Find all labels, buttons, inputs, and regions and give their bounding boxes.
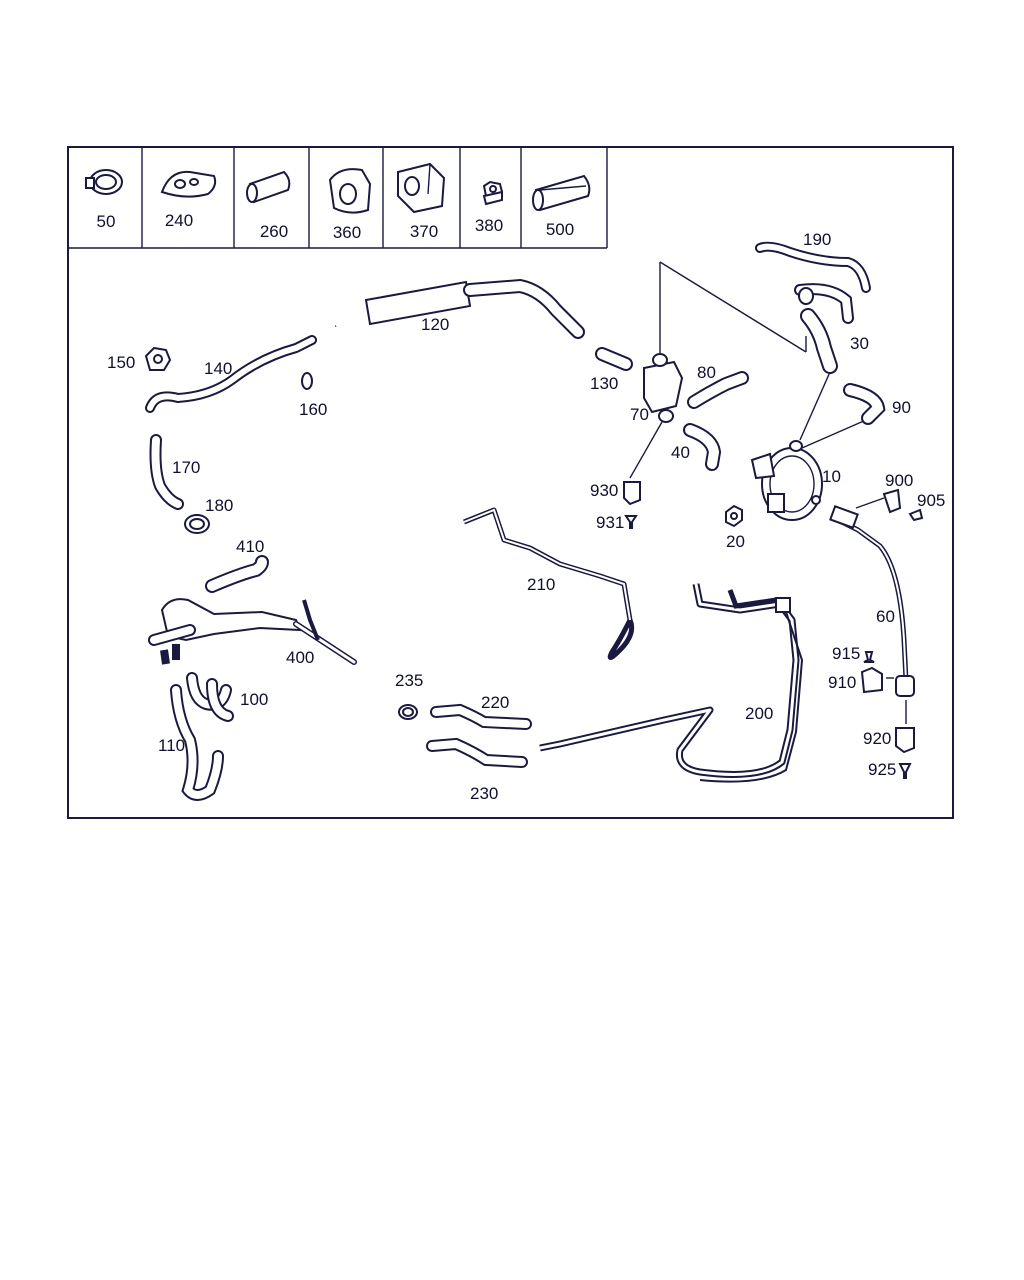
label-140: 140	[204, 359, 232, 378]
label-160: 160	[299, 400, 327, 419]
legend-label-50: 50	[97, 212, 116, 231]
label-230: 230	[470, 784, 498, 803]
hose-120	[334, 278, 585, 339]
pipe-400	[148, 598, 357, 665]
label-235: 235	[395, 671, 423, 690]
holder-920	[895, 727, 915, 754]
legend-strip: 50 240 260 360 370	[68, 147, 608, 249]
hose-30	[798, 287, 838, 374]
nut-20	[725, 504, 743, 528]
label-210: 210	[527, 575, 555, 594]
hose-170	[149, 434, 184, 510]
legend-label-260: 260	[260, 222, 288, 241]
screw-905	[908, 508, 924, 522]
leader-lines	[629, 261, 907, 724]
washer-160	[301, 372, 313, 390]
hose-410	[205, 555, 269, 593]
legend-tube-icon	[532, 174, 591, 212]
legend-nut-icon	[482, 180, 504, 206]
hose-140	[145, 335, 317, 413]
label-905: 905	[917, 491, 945, 510]
label-200: 200	[745, 704, 773, 723]
hose-100	[186, 672, 234, 722]
label-70: 70	[630, 405, 649, 424]
label-915: 915	[832, 644, 860, 663]
hose-220	[430, 703, 532, 730]
nut-150	[144, 346, 172, 371]
legend-bushing-icon	[328, 168, 372, 214]
label-900: 900	[885, 471, 913, 490]
legend-clamp-icon	[85, 169, 123, 195]
hose-110	[170, 684, 224, 801]
label-60: 60	[876, 607, 895, 626]
holder-930	[623, 481, 641, 506]
label-10: 10	[822, 467, 841, 486]
hose-230	[426, 737, 528, 768]
label-400: 400	[286, 648, 314, 667]
label-100: 100	[240, 690, 268, 709]
pipe-200	[539, 583, 804, 783]
legend-label-500: 500	[546, 220, 574, 239]
legend-gasket-icon	[160, 170, 217, 198]
label-90: 90	[892, 398, 911, 417]
label-120: 120	[421, 315, 449, 334]
pump-10	[750, 440, 823, 521]
hose-40	[683, 423, 722, 471]
label-130: 130	[590, 374, 618, 393]
cable-60	[829, 505, 915, 697]
connector-900	[882, 488, 902, 514]
clamp-180	[184, 514, 210, 534]
pipe-210	[463, 507, 635, 660]
hose-90	[843, 383, 886, 425]
legend-label-370: 370	[410, 222, 438, 241]
hose-190	[755, 241, 871, 324]
hose-130	[595, 347, 633, 371]
label-220: 220	[481, 693, 509, 712]
clamp-235	[398, 704, 418, 720]
label-410: 410	[236, 537, 264, 556]
label-180: 180	[205, 496, 233, 515]
legend-label-360: 360	[333, 223, 361, 242]
label-20: 20	[726, 532, 745, 551]
label-150: 150	[107, 353, 135, 372]
label-920: 920	[863, 729, 891, 748]
valve-70	[643, 262, 684, 423]
diagram-frame	[67, 146, 954, 819]
hose-80	[687, 371, 749, 409]
screw-931	[624, 515, 638, 529]
screw-925	[898, 763, 912, 779]
pin-915	[863, 651, 875, 663]
legend-sleeve-icon	[246, 170, 291, 204]
clip-910	[860, 666, 883, 694]
label-80: 80	[697, 363, 716, 382]
label-925: 925	[868, 760, 896, 779]
label-30: 30	[850, 334, 869, 353]
label-930: 930	[590, 481, 618, 500]
label-40: 40	[671, 443, 690, 462]
label-190: 190	[803, 230, 831, 249]
label-170: 170	[172, 458, 200, 477]
legend-label-380: 380	[475, 216, 503, 235]
label-110: 110	[158, 736, 185, 755]
label-931: 931	[596, 513, 624, 532]
label-910: 910	[828, 673, 856, 692]
legend-label-240: 240	[165, 211, 193, 230]
legend-bracket-icon	[397, 162, 446, 214]
